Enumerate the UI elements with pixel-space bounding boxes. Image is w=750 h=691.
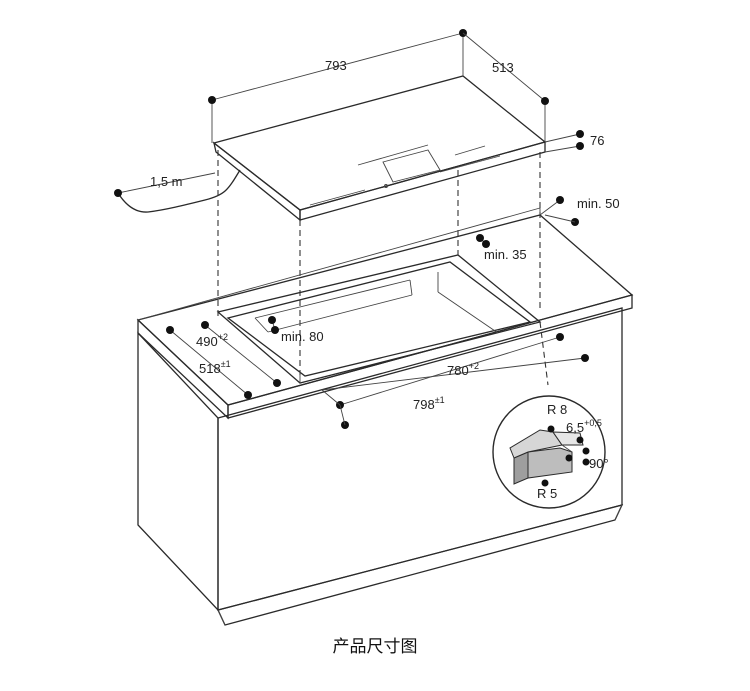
cooktop [212, 75, 547, 222]
label-cut-depth-outer: 518±1 [199, 359, 231, 376]
dimension-width-top [208, 29, 467, 143]
dimension-min-side [476, 234, 490, 248]
edge-detail [492, 395, 606, 509]
detail-connector [539, 321, 549, 386]
dimension-cut-width [321, 333, 589, 429]
label-width-top: 793 [325, 58, 347, 73]
alignment-lines [217, 150, 541, 375]
label-min-back: min. 50 [577, 196, 620, 211]
label-thickness: 76 [590, 133, 604, 148]
label-angle: 90° [589, 456, 609, 471]
label-min-side: min. 35 [484, 247, 527, 262]
cabinet [136, 207, 634, 626]
label-min-front: min. 80 [281, 329, 324, 344]
label-cable: 1,5 m [150, 174, 183, 189]
label-cut-width-outer: 798±1 [413, 395, 445, 412]
label-depth-top: 513 [492, 60, 514, 75]
dimension-depth-top [462, 32, 549, 142]
diagram-caption: 产品尺寸图 [332, 637, 418, 657]
label-cut-width-inner: 780+2 [447, 361, 479, 378]
dimension-cut-depth [166, 321, 281, 399]
label-radius-top: R 8 [547, 402, 567, 417]
power-cable [117, 169, 241, 213]
dimension-thickness [544, 130, 584, 153]
label-rebate: 6,5+0,5 [566, 418, 602, 435]
label-cut-depth-inner: 490+2 [196, 332, 228, 349]
label-radius-bottom: R 5 [537, 486, 557, 501]
dimension-min-front [268, 316, 279, 334]
dimension-cable [114, 172, 216, 197]
dimension-min-back [539, 196, 579, 226]
